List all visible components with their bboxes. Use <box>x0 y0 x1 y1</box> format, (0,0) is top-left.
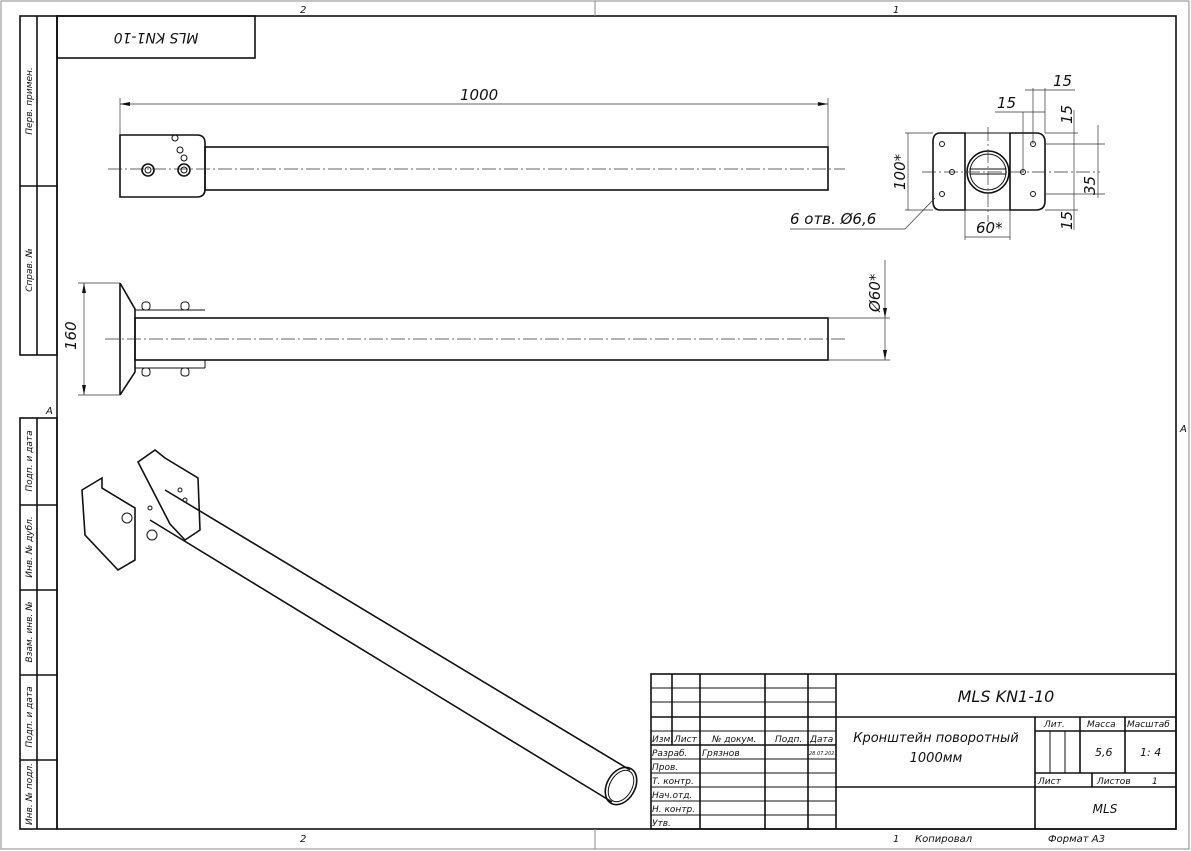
dim-offset-c: 15 <box>1058 105 1076 124</box>
header-list: Лист <box>673 735 698 745</box>
header-sign: Подп. <box>775 735 802 745</box>
dim-tube-diameter: Ø60* <box>866 273 884 313</box>
format-label: Формат А3 <box>1048 834 1105 845</box>
top-view: 1000 <box>108 86 845 198</box>
developer-date: 28.07.2021 <box>809 751 838 757</box>
zone-top-2: 2 <box>300 5 306 16</box>
dim-offset-b: 15 <box>1053 72 1072 90</box>
strip-label: Подп. и дата <box>25 430 35 491</box>
developer-name: Грязнов <box>702 749 740 759</box>
header-date: Дата <box>809 735 833 745</box>
strip-label: Перв. примен. <box>25 67 35 135</box>
lit-label: Лит. <box>1043 720 1065 730</box>
role-approved: Утв. <box>652 819 671 829</box>
mirrored-stamp-text: MLS KN1-10 <box>114 29 199 45</box>
mass-label: Масса <box>1087 720 1116 730</box>
dim-spacing: 35 <box>1081 176 1099 195</box>
name-line1: Кронштейн поворотный <box>853 731 1019 746</box>
sheet-label: Лист <box>1037 777 1062 787</box>
side-strip: Перв. примен. Справ. № Подп. и дата Инв.… <box>19 15 58 830</box>
dim-length: 1000 <box>460 86 498 104</box>
holes-note: 6 отв. Ø6,6 <box>790 210 876 228</box>
dim-offset-a: 15 <box>997 94 1016 112</box>
dim-height: 160 <box>62 321 80 350</box>
name-line2: 1000мм <box>910 751 963 766</box>
strip-label: Подп. и дата <box>25 686 35 747</box>
strip-label: Инв. № подл. <box>25 763 35 825</box>
scale-value: 1: 4 <box>1140 746 1161 759</box>
zone-bottom-2: 2 <box>300 834 306 845</box>
strip-label: Справ. № <box>25 248 35 292</box>
dim-offset-d: 15 <box>1058 211 1076 230</box>
sheets-value: 1 <box>1152 777 1158 787</box>
copied-label: Копировал <box>915 834 973 845</box>
scale-label: Масштаб <box>1127 720 1170 730</box>
zone-top-1: 1 <box>893 5 899 16</box>
designation: MLS KN1-10 <box>958 687 1055 706</box>
strip-label: Инв. № дубл. <box>25 516 35 578</box>
zone-letter-right: A <box>1179 424 1187 435</box>
isometric-view <box>81 448 638 806</box>
role-checker: Пров. <box>652 763 678 773</box>
header-doc: № докум. <box>711 735 756 745</box>
drawing-frame <box>56 15 1177 830</box>
role-dept-head: Нач.отд. <box>652 791 692 801</box>
mass-value: 5,6 <box>1095 746 1113 759</box>
front-view: 160 Ø60* <box>62 260 890 396</box>
sheets-label: Листов <box>1096 777 1131 787</box>
dim-plate-height: 100* <box>891 153 909 190</box>
zone-bottom-1: 1 <box>893 834 899 845</box>
side-view: 100* 60* 6 отв. Ø6,6 15 15 15 35 15 <box>790 72 1105 240</box>
strip-label: Взам. инв. № <box>25 601 35 662</box>
role-tech-control: Т. контр. <box>652 777 694 787</box>
organization: MLS <box>1093 802 1118 816</box>
dim-plate-gap: 60* <box>976 219 1003 237</box>
role-norm-control: Н. контр. <box>652 805 695 815</box>
header-izm: Изм. <box>652 735 673 745</box>
title-block: Изм. Лист № докум. Подп. Дата Разраб. Пр… <box>650 673 1177 830</box>
role-developer: Разраб. <box>652 749 687 759</box>
zone-letter-left: A <box>45 406 53 417</box>
